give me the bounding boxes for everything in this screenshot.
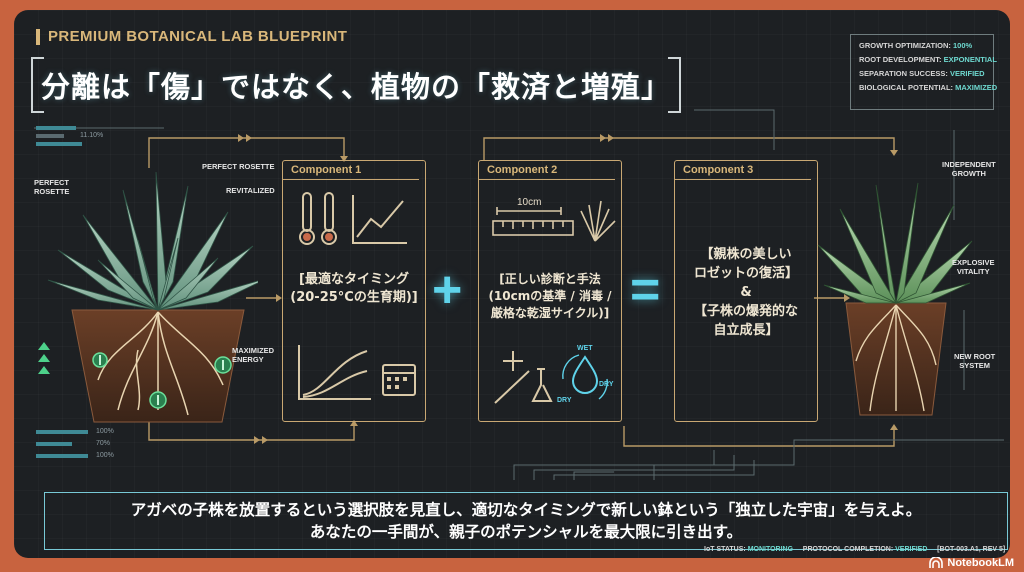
dry-label-left: DRY bbox=[557, 397, 572, 404]
component-3-header: Component 3 bbox=[675, 161, 811, 180]
status-separation: SEPARATION SUCCESS: VERIFIED bbox=[859, 69, 985, 78]
blueprint-title: PREMIUM BOTANICAL LAB BLUEPRINT bbox=[36, 28, 347, 45]
component-1-card: Component 1 [最適なタイミング (20-25°Cの生育期)] bbox=[282, 160, 426, 422]
component-1-header: Component 1 bbox=[283, 161, 419, 180]
iot-value: MONITORING bbox=[747, 546, 794, 553]
component-2-card: Component 2 10cm [正しい診断と手法 (10cmの基準 / 消毒… bbox=[478, 160, 622, 422]
bottom-message-line-1: アガベの子株を放置するという選択肢を見直し、適切なタイミングで新しい鉢という「独… bbox=[130, 501, 922, 519]
headline: 分離は「傷」ではなく、植物の「救済と増殖」 bbox=[40, 70, 671, 104]
meter-3-value: 100% bbox=[96, 452, 114, 459]
equals-operator: = bbox=[630, 261, 661, 319]
logo-text: NotebookLM bbox=[947, 557, 1014, 569]
offset-plant-illustration bbox=[817, 182, 973, 416]
label-perfect-rosette-left: PERFECT ROSETTE bbox=[34, 178, 70, 196]
protocol-label: PROTOCOL COMPLETION: bbox=[802, 546, 896, 553]
label-new-root-system: NEW ROOT SYSTEM bbox=[954, 352, 996, 370]
component-3-text: 【親株の美しい ロゼットの復活】 & 【子株の爆発的な 自立成長】 bbox=[693, 247, 798, 338]
bottom-message-box: アガベの子株を放置するという選択肢を見直し、適切なタイミングで新しい鉢という「独… bbox=[44, 492, 1008, 550]
footer-status: IoT STATUS: MONITORING PROTOCOL COMPLETI… bbox=[704, 546, 1005, 553]
blueprint-panel: PREMIUM BOTANICAL LAB BLUEPRINT 分離は「傷」では… bbox=[14, 10, 1010, 558]
ruler-label: 10cm bbox=[517, 197, 542, 208]
ruler-plant-icon bbox=[492, 200, 616, 242]
component-3-card: Component 3 【親株の美しい ロゼットの復活】 & 【子株の爆発的な … bbox=[674, 160, 818, 422]
bottom-meters bbox=[36, 430, 88, 458]
notebooklm-icon bbox=[929, 557, 944, 568]
title-bar bbox=[36, 28, 40, 45]
component-2-header: Component 2 bbox=[479, 161, 615, 180]
meter-2-value: 70% bbox=[96, 440, 111, 447]
label-explosive-vitality: EXPLOSIVE VITALITY bbox=[952, 258, 995, 276]
protocol-value: VERIFIED bbox=[895, 546, 928, 553]
component-2-text: [正しい診断と手法 (10cmの基準 / 消毒 / 厳格な乾湿サイクル)] bbox=[488, 272, 612, 320]
iot-label: IoT STATUS: bbox=[704, 546, 748, 553]
growth-curve-calendar-icon bbox=[298, 345, 416, 400]
label-perfect-rosette: PERFECT ROSETTE bbox=[202, 162, 275, 171]
headline-frame bbox=[31, 57, 681, 113]
blueprint-title-text: PREMIUM BOTANICAL LAB BLUEPRINT bbox=[48, 28, 348, 45]
label-revitalized: REVITALIZED bbox=[226, 186, 275, 195]
mother-plant-illustration bbox=[47, 171, 258, 423]
bottom-message-line-2: あなたの一手間が、親子のポテンシャルを最大限に引き出す。 bbox=[309, 523, 743, 541]
plus-operator: + bbox=[432, 261, 463, 319]
top-meter-value: 11.10% bbox=[80, 132, 104, 139]
component-1-text: [最適なタイミング (20-25°Cの生育期)] bbox=[290, 272, 418, 305]
label-independent-growth: INDEPENDENT GROWTH bbox=[942, 160, 996, 178]
status-root: ROOT DEVELOPMENT: EXPONENTIAL bbox=[859, 55, 997, 64]
status-box: GROWTH OPTIMIZATION: 100% ROOT DEVELOPME… bbox=[850, 34, 998, 110]
tools-wet-dry-icon bbox=[494, 351, 608, 404]
notebooklm-logo: NotebookLM bbox=[929, 557, 1014, 569]
doc-code: [BOT-003.A1, REV 5] bbox=[937, 546, 1006, 553]
status-growth: GROWTH OPTIMIZATION: 100% bbox=[859, 41, 973, 50]
dry-label-right: DRY bbox=[599, 381, 614, 388]
label-maximized-energy: MAXIMIZED ENERGY bbox=[232, 346, 275, 364]
thermometer-chart-icon bbox=[299, 192, 407, 245]
wet-label: WET bbox=[577, 345, 593, 352]
top-meter bbox=[36, 126, 82, 146]
growth-arrow-icon bbox=[38, 342, 50, 374]
status-potential: BIOLOGICAL POTENTIAL: MAXIMIZED bbox=[859, 83, 998, 92]
meter-1-value: 100% bbox=[96, 428, 114, 435]
